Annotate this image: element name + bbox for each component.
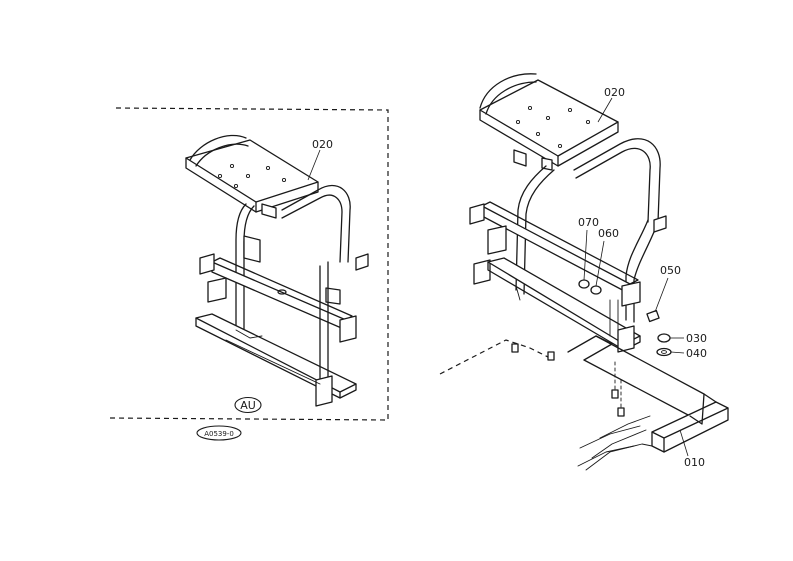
right-base-plate xyxy=(487,257,641,345)
variant-badge: AU xyxy=(234,396,262,414)
left-bracket-upper xyxy=(243,235,261,263)
callout-020: 020 xyxy=(604,86,625,99)
left-part-label-020: 020 xyxy=(312,138,333,151)
callout-050: 050 xyxy=(660,264,681,277)
variant-badge-text: AU xyxy=(240,399,256,412)
right-callouts: 020 070 060 050 030 040 010 xyxy=(578,86,707,469)
right-fasteners xyxy=(578,279,672,357)
drawing-ref-badge: A0539-0 xyxy=(196,425,242,441)
callout-070: 070 xyxy=(578,216,599,229)
left-boundary-dashed xyxy=(109,107,389,421)
right-base-frame xyxy=(567,335,729,453)
callout-060: 060 xyxy=(598,227,619,240)
left-assembly-view xyxy=(109,107,389,421)
right-seat-plate xyxy=(479,79,619,157)
callout-010: 010 xyxy=(684,456,705,469)
right-assembly-view xyxy=(439,73,729,471)
left-plate-holes xyxy=(217,163,287,189)
right-body-outline-dashed xyxy=(439,339,555,375)
right-pins xyxy=(511,343,625,417)
left-seat-plate xyxy=(185,139,319,203)
callout-040: 040 xyxy=(686,347,707,360)
right-plate-holes xyxy=(515,105,591,149)
callout-030: 030 xyxy=(686,332,707,345)
drawing-ref-text: A0539-0 xyxy=(204,430,234,438)
left-mount-tab xyxy=(261,203,277,219)
